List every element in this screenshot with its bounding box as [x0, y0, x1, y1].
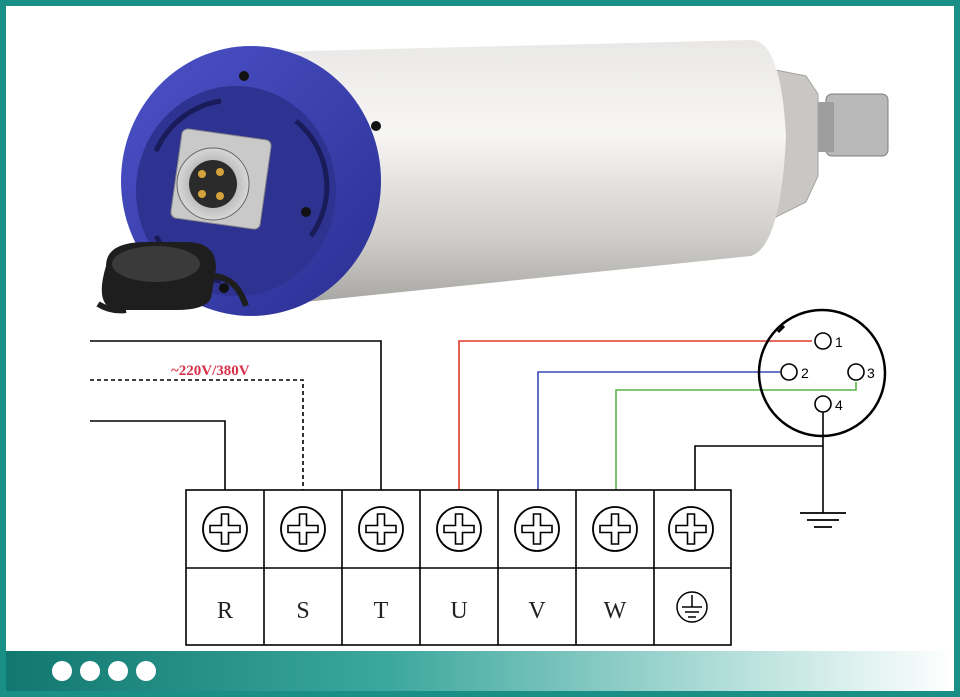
- wire-ground: [694, 445, 823, 490]
- terminal-label-t: T: [374, 598, 389, 624]
- pin-1-label: 1: [835, 334, 843, 350]
- spindle-motor-image: [96, 40, 889, 316]
- terminal-block: R S T U V W: [185, 489, 732, 646]
- earth-ground-icon: [800, 512, 846, 528]
- pin-4: [814, 395, 832, 413]
- screw-u-icon: [436, 506, 482, 552]
- pin-3-label: 3: [867, 365, 875, 381]
- wiring-diagram: ~220V/380V 1 2 3 4: [90, 40, 889, 646]
- footer-dot-icon: [80, 661, 100, 681]
- footer-dot-icon: [52, 661, 72, 681]
- wire-u: [458, 340, 812, 490]
- wire-s: [90, 379, 304, 490]
- screw-ground-icon: [668, 506, 714, 552]
- terminal-label-u: U: [450, 598, 467, 624]
- pin-2-label: 2: [801, 365, 809, 381]
- pin-4-label: 4: [835, 397, 843, 413]
- pin-1: [814, 332, 832, 350]
- terminal-label-v: V: [528, 598, 546, 624]
- power-input-lines: [90, 340, 382, 490]
- terminal-label-w: W: [604, 598, 627, 624]
- footer-dot-icon: [108, 661, 128, 681]
- pin-3: [847, 363, 865, 381]
- wire-w: [615, 382, 857, 490]
- wire-v: [537, 371, 780, 490]
- screw-r-icon: [202, 506, 248, 552]
- wire-t: [90, 340, 382, 490]
- screw-w-icon: [592, 506, 638, 552]
- wire-r: [90, 420, 226, 490]
- screw-v-icon: [514, 506, 560, 552]
- footer-dot-icon: [136, 661, 156, 681]
- screw-s-icon: [280, 506, 326, 552]
- voltage-label: ~220V/380V: [171, 363, 250, 379]
- footer-bar: [6, 651, 954, 691]
- connector-diagram: 1 2 3 4: [757, 308, 887, 528]
- motor-output-lines: [458, 340, 857, 490]
- ground-icon: [676, 591, 708, 623]
- screw-t-icon: [358, 506, 404, 552]
- terminal-label-s: S: [296, 598, 309, 624]
- terminal-label-r: R: [217, 598, 233, 624]
- pin-2: [780, 363, 798, 381]
